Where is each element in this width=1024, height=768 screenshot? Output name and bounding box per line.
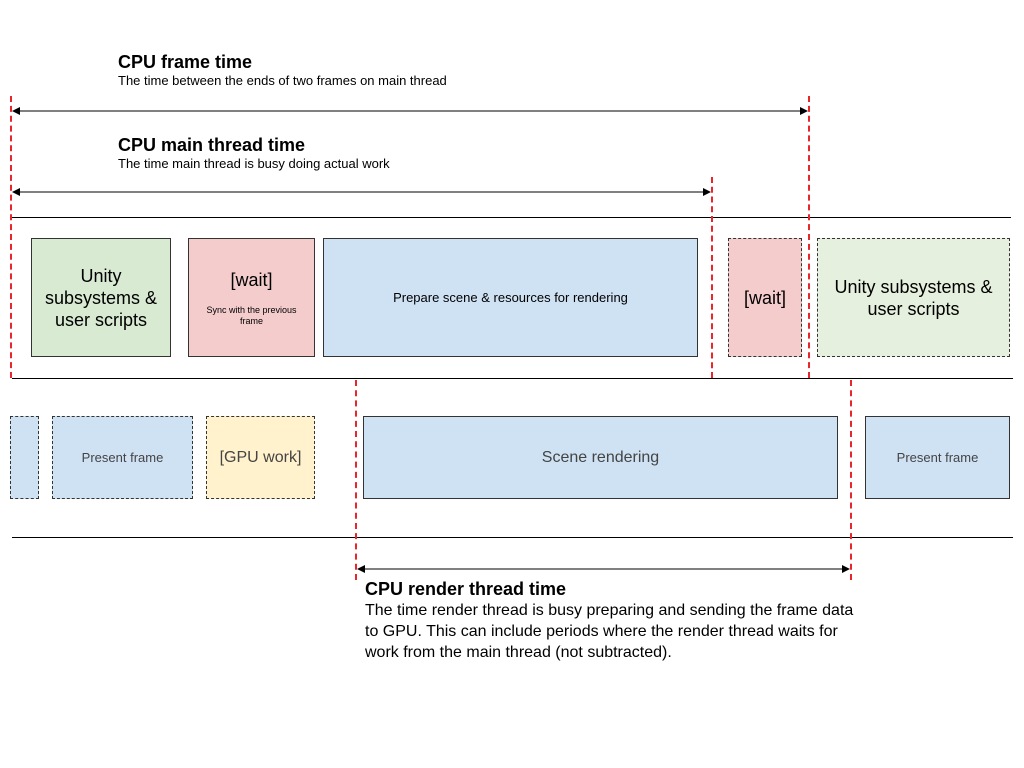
render-end-marker (850, 380, 852, 580)
unity-subsystems-label-2: Unity subsystems & user scripts (834, 276, 993, 319)
wait-note: Sync with the previous frame (206, 304, 297, 326)
unity-subsystems-box-2: Unity subsystems & user scripts (817, 238, 1010, 357)
present-frame-label-1: Present frame (81, 450, 164, 465)
main-thread-time-title: CPU main thread time (118, 135, 306, 155)
render-thread-time-title: CPU render thread time (365, 579, 567, 599)
render-thread-bottom-divider (12, 537, 1013, 538)
render-leftover-box (10, 416, 39, 499)
frame-time-subtitle: The time between the ends of two frames … (118, 73, 447, 88)
gpu-work-box: [GPU work] (206, 416, 315, 499)
prepare-scene-label: Prepare scene & resources for rendering (393, 290, 628, 305)
render-start-marker (355, 380, 357, 580)
main-thread-time-subtitle: The time main thread is busy doing actua… (118, 156, 390, 171)
scene-rendering-box: Scene rendering (363, 416, 838, 499)
wait-box-1: [wait] Sync with the previous frame (188, 238, 315, 357)
unity-subsystems-box-1: Unity subsystems & user scripts (31, 238, 171, 357)
present-frame-label-2: Present frame (896, 450, 979, 465)
frame-end-marker (808, 96, 810, 378)
prepare-scene-box: Prepare scene & resources for rendering (323, 238, 698, 357)
render-thread-time-description: The time render thread is busy preparing… (365, 602, 854, 661)
wait-label-1: [wait] (230, 269, 273, 290)
scene-rendering-label: Scene rendering (541, 448, 660, 466)
wait-box-2: [wait] (728, 238, 802, 357)
present-frame-box-2: Present frame (865, 416, 1010, 499)
wait-label-2: [wait] (743, 287, 786, 308)
main-thread-end-marker (711, 177, 713, 378)
main-thread-top-divider (12, 217, 1011, 218)
frame-start-marker (10, 96, 12, 378)
frame-time-title: CPU frame time (118, 52, 253, 72)
main-thread-bottom-divider (12, 378, 1013, 379)
gpu-work-label: [GPU work] (219, 448, 302, 466)
present-frame-box-1: Present frame (52, 416, 193, 499)
unity-subsystems-label-1: Unity subsystems & user scripts (44, 265, 158, 330)
